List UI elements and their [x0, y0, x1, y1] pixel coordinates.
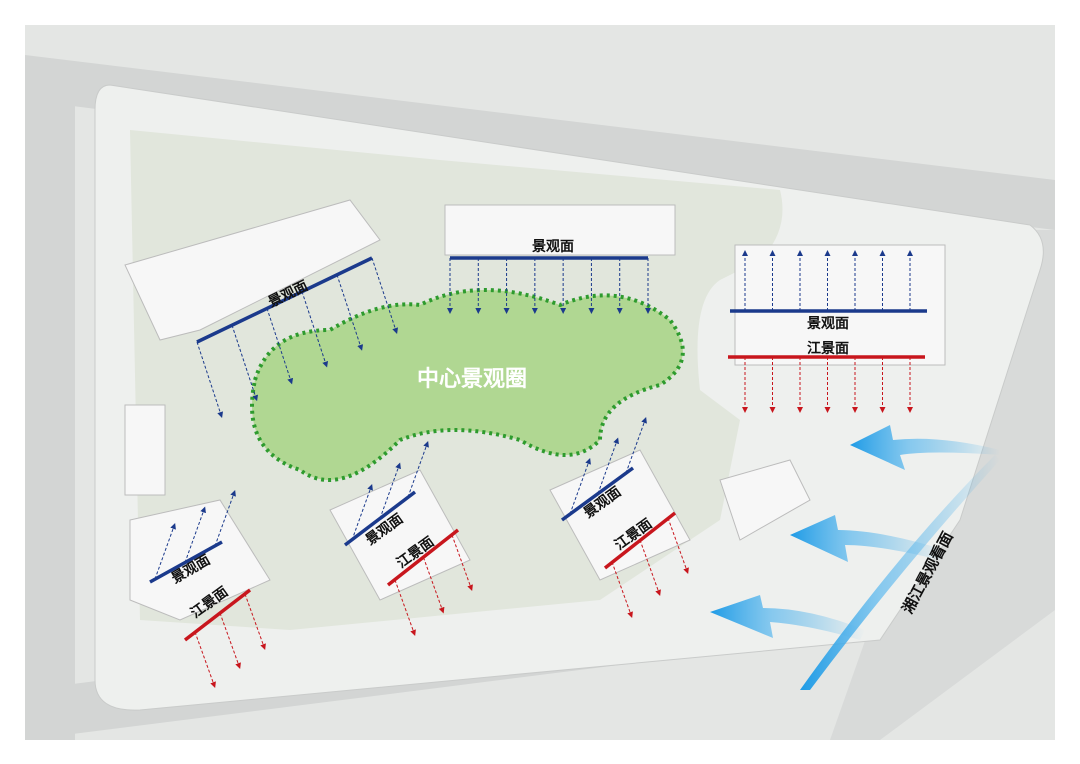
face-lines: [149, 256, 927, 642]
landscape-face-line: [149, 540, 223, 584]
river-face-line: [603, 511, 677, 570]
landscape-face-line: [343, 490, 417, 547]
river-view-sweep: [800, 455, 1000, 690]
buildings: [124, 199, 946, 621]
landscape-view-arrow: [231, 325, 259, 402]
road-north: [25, 55, 1055, 230]
river-face-line: [183, 588, 252, 642]
landscape-face-label: 景观面: [807, 316, 849, 332]
landscape-face-line: [196, 256, 373, 344]
river-view-arrow: [790, 515, 945, 562]
center-ring-label: 中心景观圈: [417, 367, 527, 392]
river-view-arrow: [710, 595, 865, 640]
river-face-label: 江景面: [807, 340, 849, 357]
landscape-view-arrow: [301, 291, 329, 368]
river-view-arrow: [850, 425, 1000, 470]
landscape-view-arrow: [336, 274, 364, 351]
landscape-face-label: 景观面: [532, 239, 574, 255]
landscape-face-line: [560, 466, 635, 522]
road-west: [25, 80, 75, 740]
view-arrows: [154, 250, 913, 688]
landscape-view-arrow: [196, 341, 224, 418]
landscape-view-arrow: [266, 308, 294, 385]
landscape-view-arrow: [371, 257, 399, 334]
river-face-line: [386, 528, 460, 587]
center-landscape-ring: [250, 288, 685, 482]
river-view-arrows: [710, 425, 1000, 690]
